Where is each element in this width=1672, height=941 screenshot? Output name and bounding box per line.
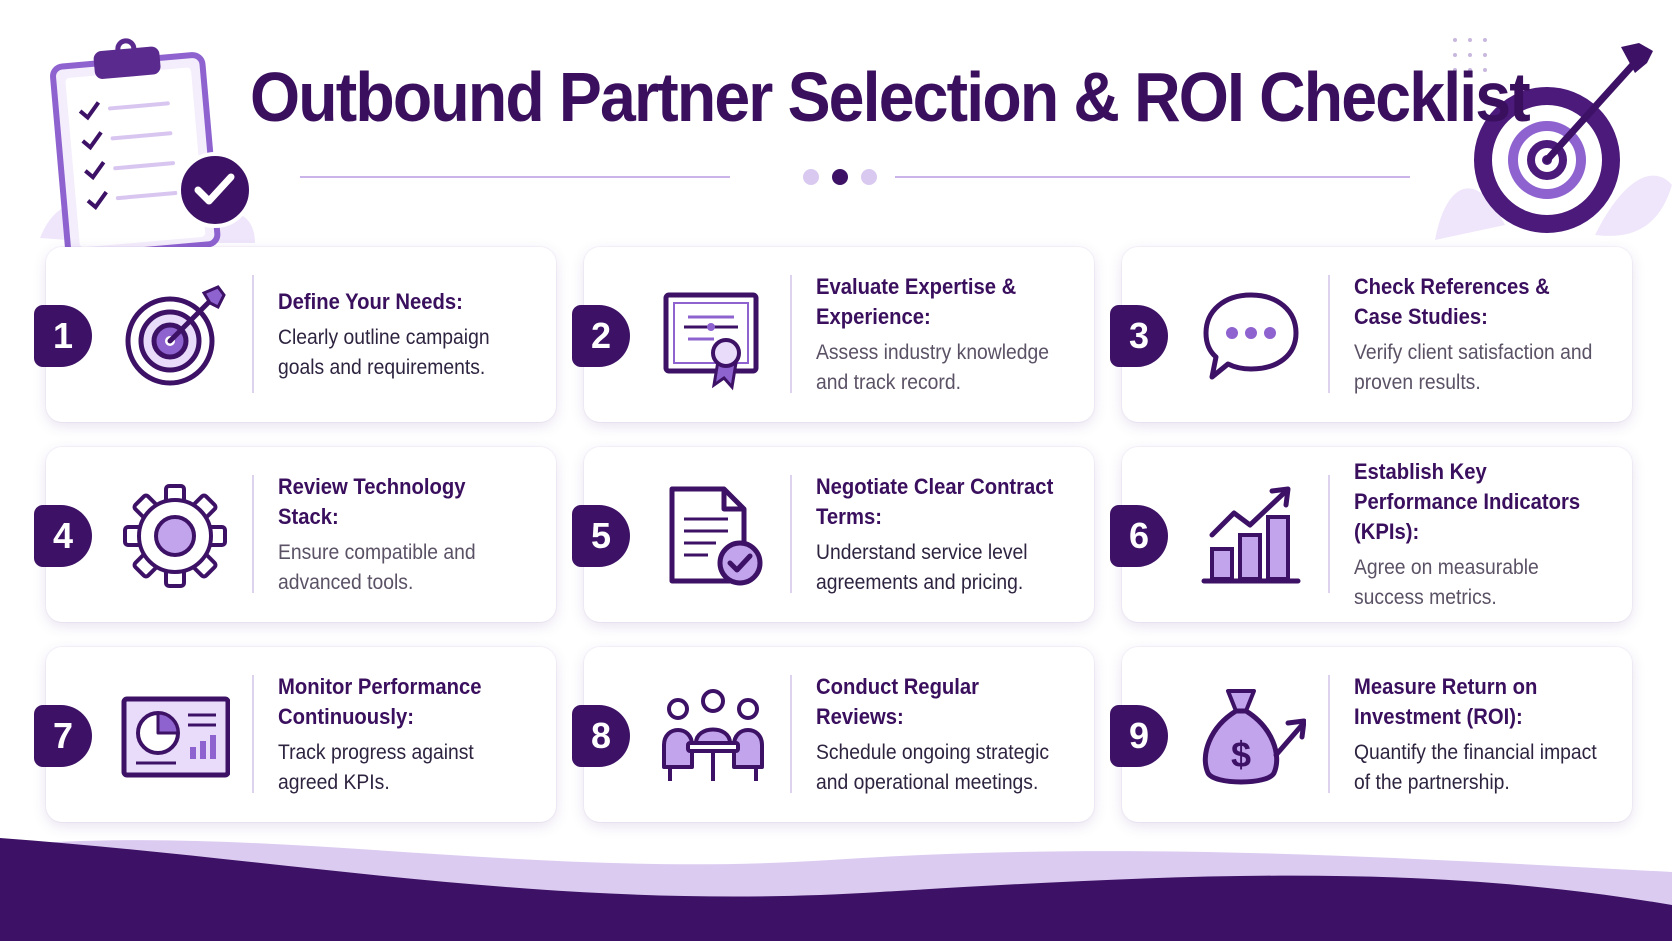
step-number-badge: 1 xyxy=(34,305,92,367)
step-number-badge: 2 xyxy=(572,305,630,367)
step-description: Quantify the financial impact of the par… xyxy=(1354,740,1597,794)
certificate-icon xyxy=(663,292,759,391)
clipboard-checklist-icon xyxy=(40,38,255,253)
checklist-card-5: 5 Negotiate Clear Contract Terms: Unders… xyxy=(572,447,1094,622)
target-arrow-icon xyxy=(1435,38,1672,240)
step-description: Agree on measurable success metrics. xyxy=(1354,555,1539,609)
checklist-card-6: 6 Establish Key Performance Indicators (… xyxy=(1110,447,1632,622)
growth-chart-icon xyxy=(1201,486,1301,584)
speech-bubble-icon xyxy=(1203,292,1299,380)
svg-text:$: $ xyxy=(1231,734,1251,775)
checklist-card-9: 9 $ Measure Return on Investment (ROI): … xyxy=(1110,647,1632,822)
step-title: Check References & Case Studies: xyxy=(1354,273,1550,329)
checklist-card-2: 2 Evaluate Expertise & Experience: Asses… xyxy=(572,247,1094,422)
step-description: Schedule ongoing strategic and operation… xyxy=(816,740,1050,794)
contract-check-icon xyxy=(669,486,763,586)
step-number-badge: 8 xyxy=(572,705,630,767)
target-icon xyxy=(125,285,226,386)
step-title: Evaluate Expertise & Experience: xyxy=(816,273,1017,329)
step-description: Track progress against agreed KPIs. xyxy=(278,740,474,794)
step-title: Review Technology Stack: xyxy=(278,473,466,529)
checklist-card-1: 1 Define Your Needs: Clearly outline cam… xyxy=(34,247,556,422)
dashboard-icon xyxy=(121,696,230,778)
checklist-card-8: 8 Conduct Regular Reviews: Schedule ongo… xyxy=(572,647,1094,822)
step-title: Conduct Regular Reviews: xyxy=(816,673,980,729)
step-title: Establish Key Performance Indicators (KP… xyxy=(1354,458,1581,544)
checklist-card-3: 3 Check References & Case Studies: Verif… xyxy=(1110,247,1632,422)
step-number-badge: 7 xyxy=(34,705,92,767)
meeting-icon xyxy=(662,689,764,781)
page-title: Outbound Partner Selection & ROI Checkli… xyxy=(250,58,1531,136)
step-title: Negotiate Clear Contract Terms: xyxy=(816,473,1054,529)
gear-icon xyxy=(123,484,227,588)
money-bag-icon: $ xyxy=(1202,689,1306,785)
step-number-badge: 5 xyxy=(572,505,630,567)
step-number-badge: 6 xyxy=(1110,505,1168,567)
step-description: Assess industry knowledge and track reco… xyxy=(816,340,1050,394)
title-divider xyxy=(300,165,1410,189)
step-title: Measure Return on Investment (ROI): xyxy=(1354,673,1538,729)
step-title: Monitor Performance Continuously: xyxy=(278,673,482,729)
step-description: Understand service level agreements and … xyxy=(816,540,1028,594)
step-description: Ensure compatible and advanced tools. xyxy=(278,540,476,594)
step-number-badge: 3 xyxy=(1110,305,1168,367)
step-number-badge: 9 xyxy=(1110,705,1168,767)
step-description: Verify client satisfaction and proven re… xyxy=(1354,340,1593,394)
step-title: Define Your Needs: xyxy=(278,288,463,314)
checklist-card-4: 4 Review Technology Stack: Ensure compat… xyxy=(34,447,556,622)
step-description: Clearly outline campaign goals and requi… xyxy=(278,325,490,379)
step-number-badge: 4 xyxy=(34,505,92,567)
checklist-card-7: 7 Monitor Performance Continuously: Trac… xyxy=(34,647,556,822)
